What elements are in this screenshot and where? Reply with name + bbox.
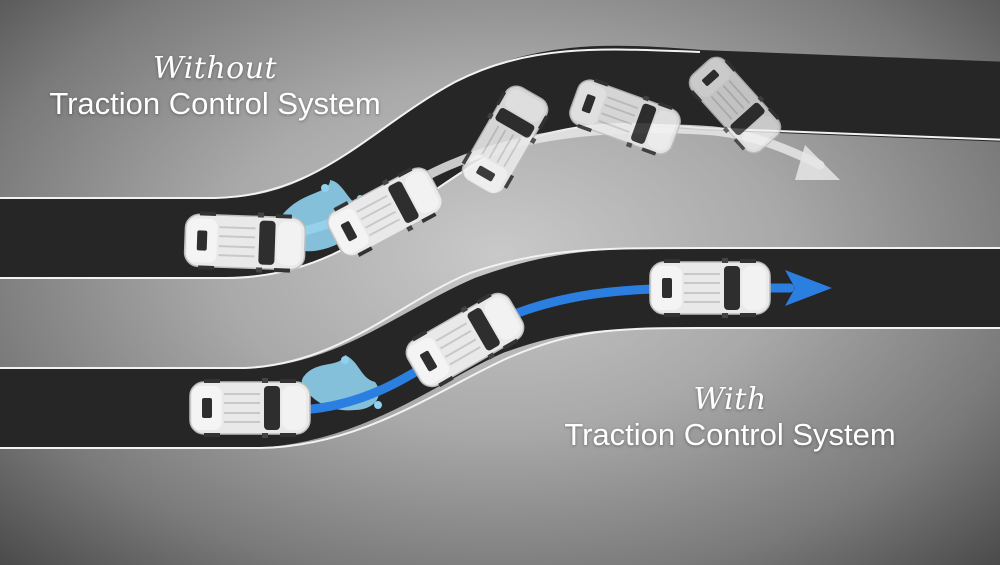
car-icon — [182, 208, 308, 276]
label-without-main: Traction Control System — [49, 86, 381, 121]
road-without — [0, 45, 1000, 279]
label-without-script: Without — [152, 51, 278, 86]
car-icon — [189, 377, 311, 439]
label-with-main: Traction Control System — [564, 417, 896, 452]
arrow-right-icon — [785, 270, 832, 306]
label-with-tcs: With Traction Control System — [540, 383, 920, 453]
road-with — [0, 247, 1000, 449]
skid-arrow-icon — [795, 145, 840, 180]
car-icon — [649, 257, 771, 319]
label-without-tcs: Without Traction Control System — [30, 52, 400, 122]
label-with-script: With — [693, 382, 767, 417]
